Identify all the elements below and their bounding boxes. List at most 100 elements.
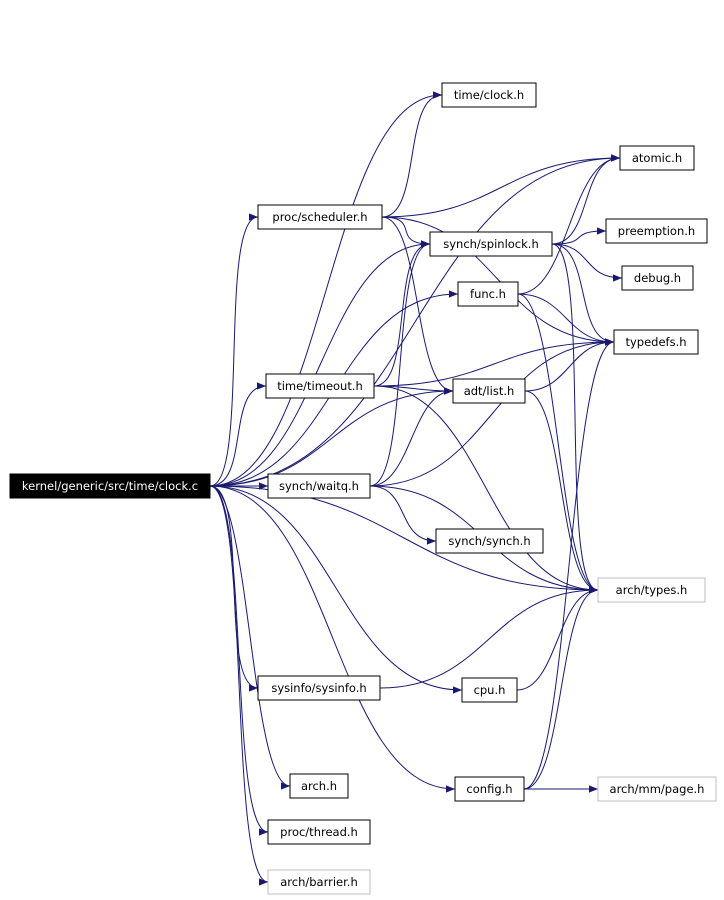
node-label: func.h (470, 287, 506, 301)
edge-line (209, 485, 291, 790)
edge-timeout_h-to-typedefs_h (373, 338, 615, 387)
node-box (429, 231, 553, 257)
edge-waitq_h-to-typedefs_h (369, 338, 615, 487)
node-typedefs-h[interactable]: typedefs.h (613, 329, 699, 355)
node-label: debug.h (634, 271, 681, 285)
node-config-h[interactable]: config.h (454, 776, 525, 802)
node-barrier-h[interactable]: arch/barrier.h (267, 869, 371, 895)
node-label: arch/mm/page.h (610, 782, 705, 796)
edge-clock_c-to-thread_h (209, 485, 269, 836)
edge-line (209, 213, 259, 487)
node-label: config.h (466, 782, 512, 796)
node-scheduler-h[interactable]: proc/scheduler.h (257, 204, 383, 230)
edge-line (369, 485, 437, 545)
node-debug-h[interactable]: debug.h (621, 265, 694, 291)
edge-line (517, 293, 599, 594)
edge-func_h-to-atomic_h (517, 154, 621, 295)
edge-line (209, 91, 443, 487)
edge-waitq_h-to-list_h (369, 387, 454, 487)
edge-line (381, 216, 454, 395)
edge-line (369, 240, 431, 487)
edge-list_h-to-typedefs_h (524, 338, 615, 392)
node-label: kernel/generic/src/time/clock.c (22, 479, 198, 493)
node-thread-h[interactable]: proc/thread.h (267, 819, 371, 845)
node-box (265, 373, 375, 399)
edge-line (209, 485, 463, 694)
node-box (289, 773, 349, 799)
node-box (435, 528, 544, 554)
node-arch-h[interactable]: arch.h (289, 773, 349, 799)
node-atomic-h[interactable]: atomic.h (619, 145, 695, 171)
node-label: synch/synch.h (448, 534, 530, 548)
edge-clock_c-to-timeout_h (209, 382, 267, 487)
node-label: arch/types.h (616, 583, 688, 597)
edge-line (209, 240, 431, 487)
edge-clock_c-to-atomic_h (209, 154, 621, 487)
edge-func_h-to-types_h (517, 293, 599, 594)
edge-config_h-to-typedefs_h (523, 338, 615, 790)
edge-spinlock_h-to-types_h (551, 243, 599, 594)
node-waitq-h[interactable]: synch/waitq.h (267, 473, 371, 499)
node-box (619, 145, 695, 171)
node-clock-c[interactable]: kernel/generic/src/time/clock.c (9, 473, 211, 499)
node-label: typedefs.h (625, 335, 686, 349)
edge-line (373, 338, 615, 387)
edge-line (551, 243, 599, 594)
edge-line (516, 586, 599, 691)
edge-clock_c-to-cpu_h (209, 485, 463, 694)
edge-line (379, 586, 599, 689)
edge-sysinfo_h-to-types_h (379, 586, 599, 689)
edge-scheduler_h-to-typedefs_h (381, 216, 615, 346)
edge-line (209, 485, 269, 886)
edge-line (209, 485, 456, 793)
node-box (457, 281, 519, 307)
node-label: arch.h (301, 779, 337, 793)
node-time-clock-h[interactable]: time/clock.h (441, 82, 537, 108)
edge-timeout_h-to-types_h (373, 385, 599, 594)
node-func-h[interactable]: func.h (457, 281, 519, 307)
node-cpu-h[interactable]: cpu.h (461, 677, 518, 703)
node-label: cpu.h (474, 683, 506, 697)
dependency-edges (209, 91, 623, 886)
node-label: synch/spinlock.h (443, 237, 539, 251)
edge-config_h-to-types_h (523, 586, 599, 790)
edge-waitq_h-to-synch_h (369, 485, 437, 545)
node-box (257, 204, 383, 230)
edge-timeout_h-to-spinlock_h (373, 240, 431, 387)
node-list-h[interactable]: adt/list.h (452, 378, 526, 404)
node-sysinfo-h[interactable]: sysinfo/sysinfo.h (257, 675, 381, 701)
node-spinlock-h[interactable]: synch/spinlock.h (429, 231, 553, 257)
node-label: proc/thread.h (280, 825, 358, 839)
edge-clock_c-to-config_h (209, 485, 456, 793)
node-box (454, 776, 525, 802)
node-page-h[interactable]: arch/mm/page.h (597, 776, 717, 802)
edge-line (209, 485, 269, 836)
node-label: time/clock.h (454, 88, 524, 102)
node-box (605, 218, 708, 244)
edge-line (369, 338, 615, 487)
edge-line (551, 243, 615, 346)
edge-scheduler_h-to-atomic_h (381, 154, 621, 218)
node-label: proc/scheduler.h (272, 210, 367, 224)
edge-line (517, 293, 615, 346)
node-label: arch/barrier.h (280, 875, 358, 889)
node-box (257, 675, 381, 701)
node-box (452, 378, 526, 404)
edge-line (381, 216, 615, 346)
edge-clock_c-to-list_h (209, 387, 454, 487)
edge-line (551, 243, 623, 282)
node-types-h[interactable]: arch/types.h (597, 577, 706, 603)
node-synch-h[interactable]: synch/synch.h (435, 528, 544, 554)
node-preemption-h[interactable]: preemption.h (605, 218, 708, 244)
node-timeout-h[interactable]: time/timeout.h (265, 373, 375, 399)
edge-clock_c-to-scheduler_h (209, 213, 259, 487)
edge-line (524, 390, 599, 594)
node-label: atomic.h (632, 151, 682, 165)
edge-line (381, 154, 621, 218)
edge-line (373, 240, 431, 387)
node-label: adt/list.h (464, 384, 515, 398)
edge-spinlock_h-to-typedefs_h (551, 243, 615, 346)
edge-line (524, 338, 615, 392)
node-box (441, 82, 537, 108)
